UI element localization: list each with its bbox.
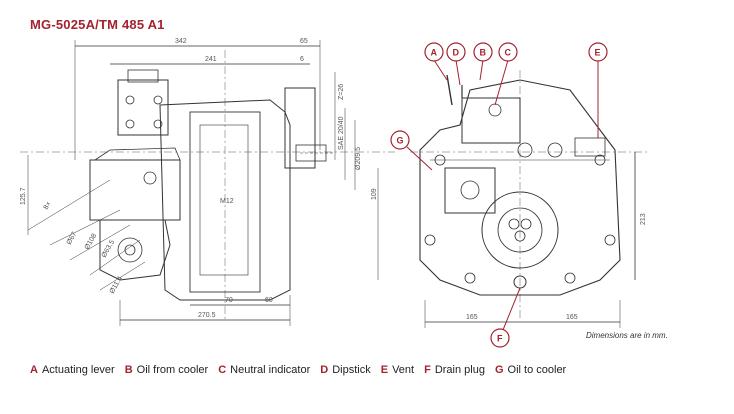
dim-165-right: 165 [566, 314, 578, 321]
dim-65: 65 [300, 38, 308, 45]
callout-b: B [473, 42, 493, 81]
svg-text:A: A [431, 48, 438, 58]
dim-2705: 270.5 [198, 312, 216, 319]
callout-g: G [390, 130, 433, 171]
svg-text:E: E [595, 48, 601, 58]
svg-text:B: B [480, 48, 487, 58]
callout-f: F [490, 287, 521, 348]
dim-sae: SAE 20/40 [338, 116, 345, 150]
callouts: A D B C E G F [390, 42, 608, 348]
callout-d: D [446, 42, 466, 86]
svg-text:C: C [505, 48, 512, 58]
front-view [410, 70, 650, 328]
dim-109: 109 [371, 188, 378, 200]
side-view-dimensions: 342 65 241 6 Z=26 SAE 20/40 Ø209.5 125.7… [20, 38, 378, 319]
side-view [20, 40, 395, 326]
dim-209: Ø209.5 [355, 147, 362, 170]
dim-213: 213 [640, 213, 647, 225]
svg-text:G: G [397, 136, 404, 146]
callout-c: C [494, 42, 518, 106]
dim-70: 70 [225, 297, 233, 304]
diagram-title: MG-5025A/TM 485 A1 [30, 17, 165, 32]
dim-114: Ø11.4 [109, 275, 124, 295]
dim-241: 241 [205, 56, 217, 63]
dim-6: 6 [300, 56, 304, 63]
dim-635: Ø63.5 [101, 239, 117, 259]
dim-125: 125.7 [20, 187, 27, 205]
dim-8x: 8× [43, 201, 53, 211]
callout-e: E [588, 42, 608, 138]
front-view-dimensions: 213 165 165 [466, 213, 647, 321]
dim-m12: M12 [220, 198, 234, 205]
svg-text:F: F [497, 334, 503, 344]
callout-a: A [424, 42, 448, 81]
dim-342: 342 [175, 38, 187, 45]
dim-z26: Z=26 [338, 84, 345, 100]
dim-67: Ø67 [66, 231, 79, 246]
dim-60: 60 [265, 297, 273, 304]
dim-108: Ø108 [84, 233, 99, 251]
dimensions-note: Dimensions are in mm. [586, 331, 668, 340]
dim-165-left: 165 [466, 314, 478, 321]
svg-text:D: D [453, 48, 460, 58]
